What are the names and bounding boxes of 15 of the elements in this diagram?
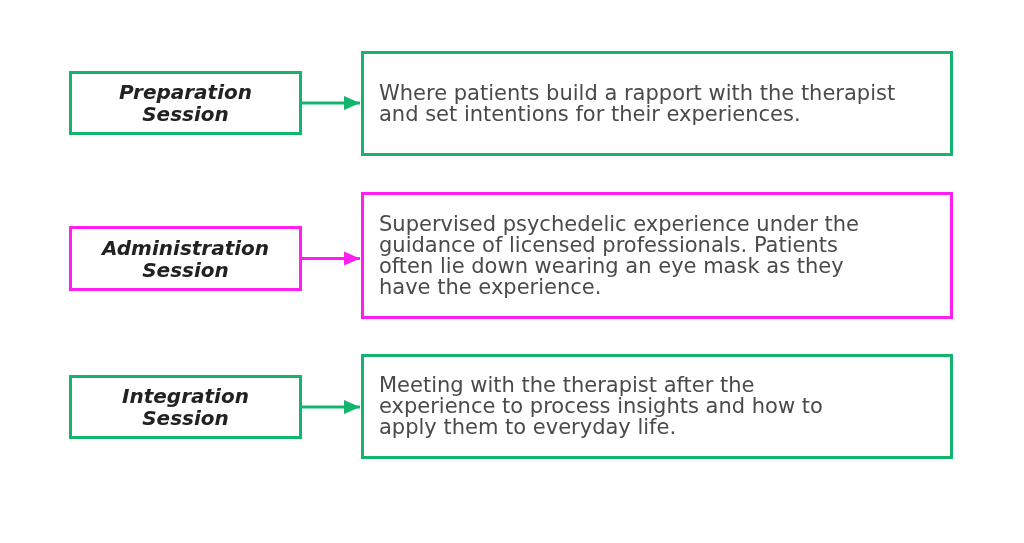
stage-title: Preparation Session [117,81,253,125]
stage-box [69,226,302,291]
stage-title: Integration Session [121,385,250,429]
description-box [361,51,953,156]
stage-box [69,375,302,439]
description-text: Where patients build a rapport with the therapist and set intentions for their experiences. [379,82,897,125]
arrow [302,400,360,414]
description-box [361,354,953,459]
stage-box [69,71,302,135]
stage-title: Administration Session [100,236,271,281]
arrow [302,96,360,110]
description-text: Supervised psychedelic experience under the guidance of licensed professionals. Patients often lie down wearing an eye mask as they have the experience. [379,213,860,298]
description-box [361,192,953,319]
arrow [302,251,360,266]
description-text: Meeting with the therapist after the experience to process insights and how to apply them to everyday life. [379,375,824,438]
